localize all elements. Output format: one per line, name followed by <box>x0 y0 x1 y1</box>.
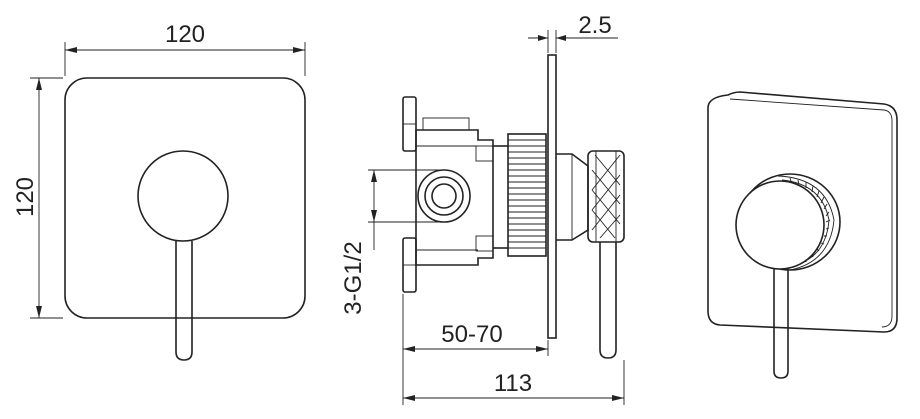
front-view: 120 120 <box>12 21 306 361</box>
side-cover-plate <box>547 54 557 339</box>
knurl-pattern <box>591 154 621 239</box>
total-depth-dimension: 113 <box>403 360 625 405</box>
side-view: 2.5 3-G1/2 50-70 113 <box>340 12 625 405</box>
perspective-handle-face <box>735 180 825 270</box>
front-handle-knob <box>137 150 229 242</box>
front-lever <box>175 241 193 361</box>
width-dimension: 120 <box>64 21 306 76</box>
perspective-view <box>707 91 898 379</box>
perspective-lever <box>773 269 789 379</box>
plate-thickness-dimension: 2.5 <box>528 12 618 53</box>
side-port-upper <box>475 145 494 162</box>
side-port-lower <box>475 235 494 252</box>
thread-dimension: 3-G1/2 <box>340 169 442 315</box>
valve-body <box>415 129 494 266</box>
height-label: 120 <box>12 177 39 217</box>
inlet-bore <box>431 183 457 209</box>
thread-label: 3-G1/2 <box>340 241 367 314</box>
height-dimension: 120 <box>12 77 63 319</box>
plate-thickness-label: 2.5 <box>578 12 611 39</box>
depth-range-dimension: 50-70 <box>402 294 549 405</box>
plate-edge-highlight <box>729 98 893 328</box>
inlet-outer-circle <box>417 169 471 223</box>
width-label: 120 <box>165 21 205 48</box>
side-lever <box>599 242 617 359</box>
front-cover-plate <box>64 77 306 319</box>
top-port <box>422 117 470 131</box>
inlet-ring <box>424 176 464 216</box>
threaded-sleeve <box>507 133 547 257</box>
perspective-cover-plate <box>707 91 898 333</box>
total-depth-label: 113 <box>494 370 532 397</box>
depth-range-label: 50-70 <box>441 321 502 348</box>
side-knurled-handle <box>587 150 625 243</box>
